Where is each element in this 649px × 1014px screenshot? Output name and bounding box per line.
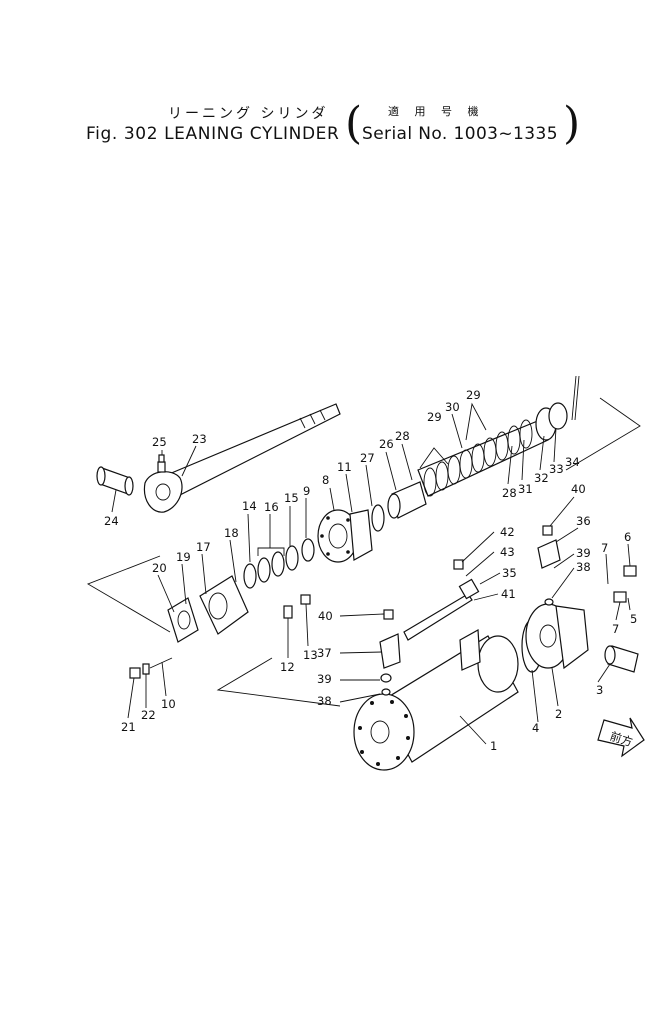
- callout-39a: 39: [576, 546, 591, 560]
- callout-9: 9: [303, 484, 310, 498]
- callout-28b: 28: [502, 486, 517, 500]
- hydraulic-pipe-part: [379, 539, 561, 669]
- cylinder-head-part: [521, 603, 639, 673]
- callout-27: 27: [360, 451, 375, 465]
- callout-28a: 28: [395, 429, 410, 443]
- callout-16: 16: [264, 500, 279, 514]
- callout-19: 19: [176, 550, 191, 564]
- callout-40b: 40: [318, 609, 333, 623]
- callout-24: 24: [104, 514, 119, 528]
- part-callouts: 1 2 3 4 5 6 7 7 8 9 10 11 12 13 14 15 16…: [104, 388, 637, 753]
- callout-21: 21: [121, 720, 136, 734]
- callout-6: 6: [624, 530, 631, 544]
- piston-rod-part: [143, 403, 341, 513]
- callout-34: 34: [565, 455, 580, 469]
- callout-29b: 29: [466, 388, 481, 402]
- japanese-title: リーニング シリンダ: [168, 106, 329, 122]
- callout-10: 10: [161, 697, 176, 711]
- cotter-pin-part: [571, 375, 580, 421]
- callout-4: 4: [532, 721, 539, 735]
- callout-1: 1: [490, 739, 497, 753]
- callout-7b: 7: [612, 622, 619, 636]
- callout-40a: 40: [571, 482, 586, 496]
- callout-2: 2: [555, 707, 562, 721]
- packing-stack-part: [417, 402, 568, 497]
- callout-29a: 29: [427, 410, 442, 424]
- cover-plate-part: [167, 575, 249, 643]
- callout-15: 15: [284, 491, 299, 505]
- callout-5: 5: [630, 612, 637, 626]
- callout-20: 20: [152, 561, 167, 575]
- callout-31: 31: [518, 482, 533, 496]
- japanese-applicable-label: 適 用 号 機: [388, 105, 485, 118]
- callout-8: 8: [322, 473, 329, 487]
- grease-fitting-part: [157, 454, 166, 473]
- spacer-part: [387, 481, 427, 519]
- front-direction-marker: 前方: [597, 717, 645, 758]
- callout-33: 33: [549, 462, 564, 476]
- callout-17: 17: [196, 540, 211, 554]
- callout-43: 43: [500, 545, 515, 559]
- callout-18: 18: [224, 526, 239, 540]
- front-marker-label: 前方: [608, 729, 634, 749]
- open-parenthesis: (: [345, 98, 363, 149]
- callout-14: 14: [242, 499, 257, 513]
- callout-26: 26: [379, 437, 394, 451]
- callout-11: 11: [337, 460, 352, 474]
- callout-7a: 7: [601, 541, 608, 555]
- callout-38b: 38: [317, 694, 332, 708]
- callout-37: 37: [317, 646, 332, 660]
- callout-12: 12: [280, 660, 295, 674]
- callout-3: 3: [596, 683, 603, 697]
- bushing-part: [96, 466, 134, 496]
- callout-39b: 39: [317, 672, 332, 686]
- callout-25: 25: [152, 435, 167, 449]
- callout-22: 22: [141, 708, 156, 722]
- callout-13: 13: [303, 648, 318, 662]
- serial-range: Serial No. 1003~1335: [362, 124, 558, 144]
- callout-leaders: [111, 402, 631, 745]
- seal-set-part: [243, 538, 315, 589]
- fastener-set: [129, 525, 637, 696]
- callout-32: 32: [534, 471, 549, 485]
- callout-42: 42: [500, 525, 515, 539]
- gland-part: [317, 509, 373, 563]
- cylinder-tube-part: [353, 629, 519, 771]
- callout-35: 35: [502, 566, 517, 580]
- callout-23: 23: [192, 432, 207, 446]
- o-ring-part: [371, 504, 385, 532]
- assembly-guide-lines: [86, 397, 641, 707]
- callout-30: 30: [445, 400, 460, 414]
- callout-36: 36: [576, 514, 591, 528]
- callout-38a: 38: [576, 560, 591, 574]
- close-parenthesis: ): [563, 98, 581, 149]
- figure-title: Fig. 302 LEANING CYLINDER: [86, 124, 340, 144]
- callout-41: 41: [501, 587, 516, 601]
